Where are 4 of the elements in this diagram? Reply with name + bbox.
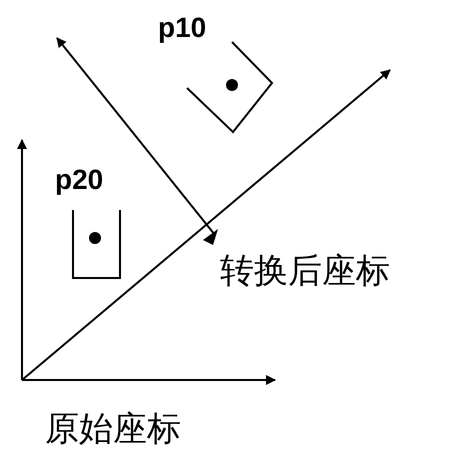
axis-label: 转换后座标 (220, 252, 390, 290)
axis-label: 原始座标 (45, 410, 181, 448)
point-label: p20 (55, 165, 104, 195)
point-label: p10 (158, 13, 206, 43)
